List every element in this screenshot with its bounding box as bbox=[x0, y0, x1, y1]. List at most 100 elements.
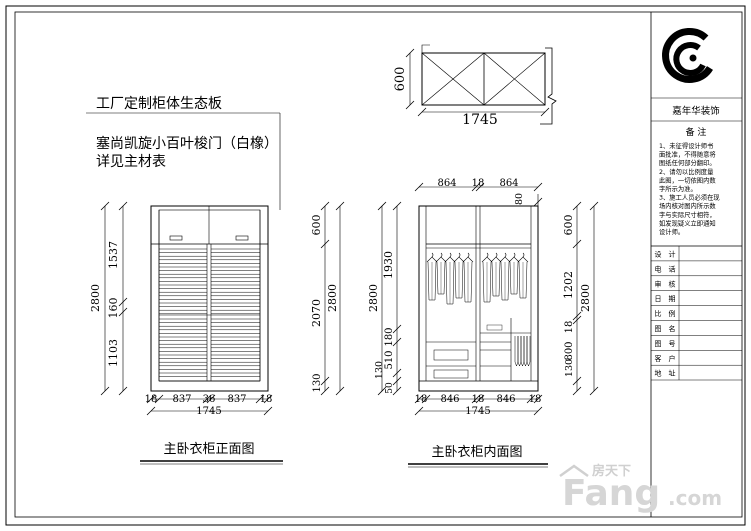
remark-line: 此图，一切依图内数 bbox=[659, 175, 716, 184]
interior-left-dim-2: 180 bbox=[384, 327, 395, 346]
remark-line: 字与实际尺寸相符， bbox=[659, 210, 716, 219]
title-block-field-label: 图 号 bbox=[655, 340, 676, 348]
interior-view: 864 18 864 80 2800 1930 180 510 130 50 6… bbox=[367, 178, 599, 468]
front-dim-lower: 1103 bbox=[107, 339, 120, 367]
title-block-field-label: 客 户 bbox=[655, 354, 676, 363]
right-handle-icon bbox=[235, 235, 249, 241]
interior-right-dim-2: 1202 bbox=[562, 271, 575, 299]
hanger-garment-icon bbox=[435, 252, 447, 295]
remark-line: 设计师。 bbox=[659, 227, 684, 236]
front-view: 2800 1537 160 1103 600 2070 130 2800 18 … bbox=[89, 201, 345, 465]
front-bottom-dim-5: 18 bbox=[260, 394, 273, 405]
interior-bottom-dim-3: 18 bbox=[472, 394, 485, 405]
interior-right-dim-1: 600 bbox=[562, 215, 575, 236]
hanger-garment-icon bbox=[490, 252, 502, 297]
company-name: 嘉年华装饰 bbox=[672, 105, 720, 117]
title-block-fields: 设 计电 话审 核日 期比 例图 名图 号客 户地 址 bbox=[651, 245, 742, 381]
watermark-roof-icon bbox=[559, 464, 589, 478]
interior-bottom-dim-2: 846 bbox=[440, 394, 459, 405]
interior-top-dim-1: 864 bbox=[437, 178, 456, 189]
title-block-field-label: 设 计 bbox=[655, 250, 676, 259]
title-block-field-label: 比 例 bbox=[655, 309, 676, 318]
material-notes: 工厂定制柜体生态板 塞尚凯旋小百叶梭门（白橡） 详见主材表 bbox=[86, 96, 281, 210]
note-door-type: 塞尚凯旋小百叶梭门（白橡） bbox=[96, 135, 278, 152]
interior-right-dim-5: 130 bbox=[564, 359, 575, 377]
interior-bottom-dim-1: 18 bbox=[415, 394, 428, 405]
hanger-garment-icon bbox=[462, 252, 474, 303]
interior-view-title: 主卧衣柜内面图 bbox=[431, 444, 522, 460]
tie-rack-icon bbox=[514, 336, 531, 367]
watermark-chinese: 房天下 bbox=[592, 463, 631, 479]
remark-line: 如发现疑义立即通知 bbox=[659, 218, 716, 227]
outer-border bbox=[5, 5, 746, 526]
title-block-field-label: 审 核 bbox=[655, 279, 676, 288]
tie-icon bbox=[514, 336, 519, 367]
interior-top-dim-3: 864 bbox=[499, 178, 518, 189]
interior-left-dim-3: 510 bbox=[384, 350, 395, 369]
tie-icon bbox=[517, 336, 522, 367]
interior-left-dim-5: 50 bbox=[385, 382, 395, 394]
hanger-garment-icon bbox=[499, 252, 511, 301]
hanger-garment-icon bbox=[508, 252, 520, 295]
interior-total-width: 1745 bbox=[465, 406, 490, 417]
remark-line: 字所示为准。 bbox=[659, 184, 697, 193]
note-cabinet-board: 工厂定制柜体生态板 bbox=[96, 96, 222, 112]
interior-right-dim-4: 800 bbox=[564, 341, 575, 360]
title-block-field-label: 图 名 bbox=[655, 324, 676, 333]
title-block-field-label: 日 期 bbox=[655, 295, 676, 303]
interior-left-dim-4: 130 bbox=[374, 361, 385, 379]
note-see-materials: 详见主材表 bbox=[96, 154, 166, 170]
title-block: 嘉年华装饰 备 注 1、未征得设计师书面批准，不得随意将图纸任何部分翻印。2、请… bbox=[650, 12, 742, 517]
title-block-field-label: 电 话 bbox=[655, 264, 676, 273]
louver-slats bbox=[159, 248, 260, 377]
plan-view: 600 1745 bbox=[393, 44, 557, 128]
front-bottom-dim-2: 837 bbox=[172, 394, 191, 405]
front-overall-height: 2800 bbox=[89, 284, 102, 312]
front-bottom-dim-4: 837 bbox=[227, 394, 246, 405]
tie-icon bbox=[526, 336, 531, 367]
inner-border bbox=[14, 11, 743, 518]
interior-overall-height: 2800 bbox=[367, 284, 380, 312]
front-right-overall: 2800 bbox=[326, 284, 339, 312]
front-bottom-dim-1: 18 bbox=[145, 394, 158, 405]
front-right-top: 600 bbox=[310, 215, 323, 236]
logo-icon bbox=[662, 28, 713, 83]
remark-line: 2、请勿以比例度量 bbox=[659, 167, 714, 176]
hanger-garment-icon bbox=[453, 252, 465, 299]
left-handle-icon bbox=[169, 235, 183, 241]
front-dim-upper: 1537 bbox=[107, 241, 120, 269]
fang-watermark: Fang .com 房天下 bbox=[559, 463, 722, 514]
tie-icon bbox=[523, 336, 528, 367]
hanging-clothes-icons bbox=[426, 252, 529, 305]
interior-bottom-dim-4: 846 bbox=[496, 394, 515, 405]
plan-depth-label: 600 bbox=[393, 67, 408, 92]
hanger-garment-icon bbox=[444, 252, 456, 305]
hanger-garment-icon bbox=[426, 252, 438, 301]
remark-line: 场内核对图内所示数 bbox=[659, 201, 716, 210]
plan-width-label: 1745 bbox=[462, 112, 498, 128]
remark-line: 3、施工人员必须在现 bbox=[659, 193, 720, 202]
interior-top-dim-2: 18 bbox=[472, 178, 485, 189]
remark-line: 图纸任何部分翻印。 bbox=[659, 158, 716, 167]
front-right-bottom: 130 bbox=[312, 373, 323, 392]
watermark-domain: .com bbox=[668, 486, 722, 510]
remark-line: 1、未征得设计师书 bbox=[659, 141, 713, 150]
interior-bottom-dim-5: 18 bbox=[529, 394, 542, 405]
front-view-title: 主卧衣柜正面图 bbox=[163, 441, 254, 457]
hanger-garment-icon bbox=[517, 252, 529, 299]
hanger-garment-icon bbox=[481, 252, 493, 303]
front-dim-middle: 160 bbox=[107, 298, 120, 319]
remarks-title: 备 注 bbox=[686, 126, 707, 138]
interior-right-overall: 2800 bbox=[579, 284, 592, 312]
watermark-brand: Fang bbox=[562, 473, 660, 514]
remark-line: 面批准，不得随意将 bbox=[659, 150, 716, 159]
front-right-mid: 2070 bbox=[310, 299, 323, 327]
interior-left-dim-1: 1930 bbox=[382, 251, 395, 279]
interior-top-depth: 80 bbox=[514, 193, 525, 205]
tie-icon bbox=[520, 336, 525, 367]
label-plate-icon bbox=[486, 324, 503, 331]
front-total-width: 1745 bbox=[196, 406, 221, 417]
interior-right-dim-3: 18 bbox=[564, 321, 575, 334]
front-bottom-dim-3: 36 bbox=[203, 394, 216, 405]
